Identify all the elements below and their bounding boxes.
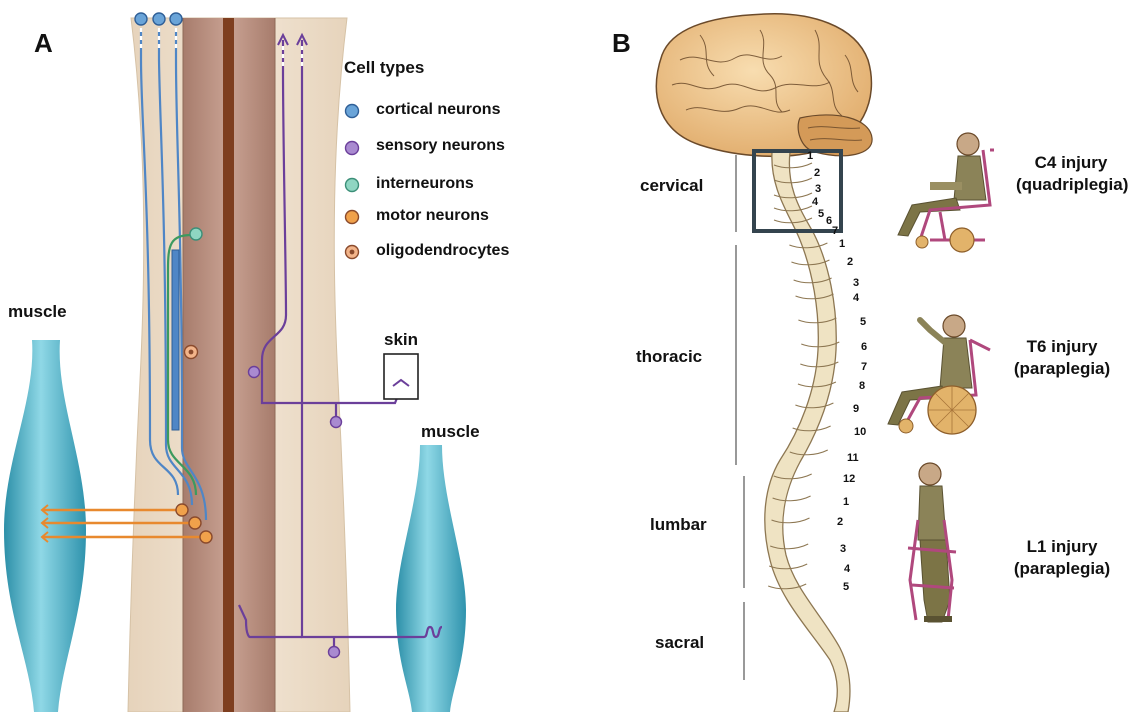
thoracic-vertebra-6: 6 [861, 341, 867, 353]
legend-title: Cell types [344, 58, 424, 78]
panel-b-label: B [612, 28, 631, 59]
cortical-neuron-1 [135, 13, 147, 25]
sensory-neuron-1 [249, 367, 260, 378]
injury-t6: T6 injury (paraplegia) [1002, 336, 1122, 380]
region-thoracic: thoracic [636, 347, 702, 367]
legend-swatch-inter [346, 179, 359, 192]
legend-swatch-sensory [346, 142, 359, 155]
quadriplegia-figure [898, 133, 994, 252]
thoracic-vertebra-7: 7 [861, 361, 867, 373]
label-muscle-left: muscle [8, 302, 67, 322]
cervical-vertebra-2: 2 [814, 167, 820, 179]
paraplegia-figure-t6 [888, 315, 990, 434]
cervical-vertebra-3: 3 [815, 183, 821, 195]
sensory-neuron-2 [331, 417, 342, 428]
label-skin: skin [384, 330, 418, 350]
thoracic-vertebra-2: 2 [847, 256, 853, 268]
legend-motor-neurons: motor neurons [376, 207, 489, 225]
thoracic-vertebra-12: 12 [843, 473, 855, 485]
legend-interneurons: interneurons [376, 175, 474, 193]
injury-c4-title: C4 injury [1016, 152, 1126, 174]
cervical-vertebra-7: 7 [832, 225, 838, 237]
thoracic-vertebra-9: 9 [853, 403, 859, 415]
injury-l1: L1 injury (paraplegia) [1002, 536, 1122, 580]
legend-oligodendrocytes: oligodendrocytes [376, 242, 509, 260]
muscle-right-shape [396, 445, 466, 712]
thoracic-vertebra-8: 8 [859, 380, 865, 392]
thoracic-vertebra-10: 10 [854, 426, 866, 438]
cortical-neuron-3 [170, 13, 182, 25]
injury-l1-subtitle: (paraplegia) [1002, 558, 1122, 580]
thoracic-vertebra-1: 1 [839, 238, 845, 250]
legend-swatch-motor [346, 211, 359, 224]
region-cervical: cervical [640, 176, 703, 196]
brain-illustration [656, 14, 872, 157]
myelin-sheath [172, 250, 179, 430]
legend-swatch-cortical [346, 105, 359, 118]
paraplegia-figure-l1 [908, 463, 956, 622]
label-muscle-right: muscle [421, 422, 480, 442]
lumbar-vertebra-1: 1 [843, 496, 849, 508]
cervical-vertebra-4: 4 [812, 196, 818, 208]
thoracic-vertebra-5: 5 [860, 316, 866, 328]
thoracic-vertebra-4: 4 [853, 292, 859, 304]
cortical-neuron-2 [153, 13, 165, 25]
motor-neuron-3 [200, 531, 212, 543]
injury-c4: C4 injury (quadriplegia) [1016, 152, 1126, 196]
skin-box [384, 354, 418, 399]
cervical-vertebra-1: 1 [807, 150, 813, 162]
region-lumbar: lumbar [650, 515, 707, 535]
thoracic-vertebra-3: 3 [853, 277, 859, 289]
sensory-neuron-3 [329, 647, 340, 658]
lumbar-vertebra-5: 5 [843, 581, 849, 593]
panel-a-label: A [34, 28, 53, 59]
interneuron-body [190, 228, 202, 240]
lumbar-vertebra-2: 2 [837, 516, 843, 528]
region-sacral: sacral [655, 633, 704, 653]
injury-l1-title: L1 injury [1002, 536, 1122, 558]
thoracic-vertebra-11: 11 [847, 452, 859, 464]
injury-t6-title: T6 injury [1002, 336, 1122, 358]
cervical-vertebra-5: 5 [818, 208, 824, 220]
region-brackets [736, 155, 744, 680]
injury-t6-subtitle: (paraplegia) [1002, 358, 1122, 380]
injury-c4-subtitle: (quadriplegia) [1016, 174, 1126, 196]
legend-sensory-neurons: sensory neurons [376, 137, 505, 155]
lumbar-vertebra-4: 4 [844, 563, 850, 575]
motor-neuron-2 [189, 517, 201, 529]
lumbar-vertebra-3: 3 [840, 543, 846, 555]
legend-cortical-neurons: cortical neurons [376, 101, 500, 119]
central-canal [223, 18, 234, 712]
motor-neuron-1 [176, 504, 188, 516]
